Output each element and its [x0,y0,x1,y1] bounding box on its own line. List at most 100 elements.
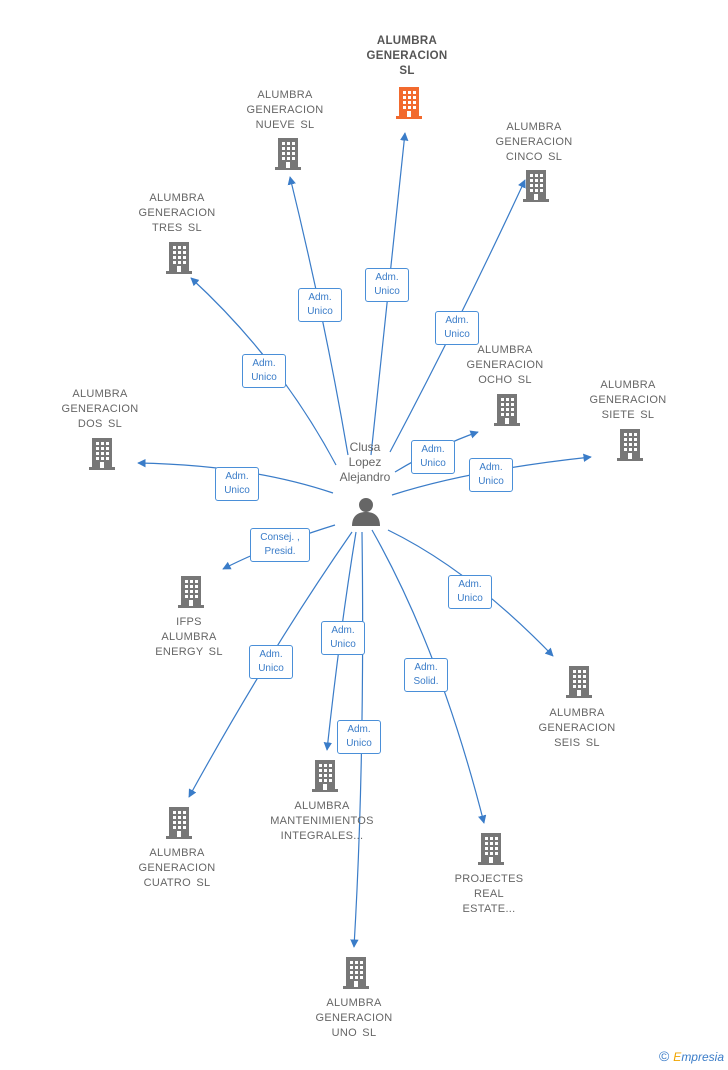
company-label-line: ALUMBRA [72,388,128,400]
person-name-line: Alejandro [339,470,391,484]
company-label-line: ESTATE... [462,903,516,915]
company-label-ocho[interactable]: ALUMBRA GENERACION OCHO SL [445,343,565,388]
edge-label-dos[interactable]: Adm. Unico [215,467,259,501]
edge-label-line: Adm. [479,462,503,473]
company-label-tres[interactable]: ALUMBRA GENERACION TRES SL [117,191,237,236]
edge-label-proj[interactable]: Adm.Solid. [404,658,448,692]
building-icon[interactable] [164,805,194,839]
company-label-line: PROJECTES [454,873,524,885]
edge-label-tres[interactable]: Adm.Unico [242,354,286,388]
edge-label-line: Unico [251,372,277,383]
edge-label-line: Solid. [413,676,439,687]
person-name-line: Clusa [349,440,381,454]
company-label-line: ALUMBRA [600,379,656,391]
edge-label-nueve[interactable]: Adm. Unico [298,288,342,322]
edge-label-line: Adm. [259,649,283,660]
building-icon[interactable] [476,831,506,865]
edge-label-line: Unico [420,458,446,469]
person-icon[interactable] [350,496,382,526]
company-label-line: ALUMBRA [477,344,533,356]
building-icon[interactable] [564,664,594,698]
edge-label-line: Adm. [458,579,482,590]
company-label-line: GENERACION [61,403,139,415]
edge-label-cuatro[interactable]: Adm. Unico [249,645,293,679]
building-icon[interactable] [341,955,371,989]
company-label-line: OCHO SL [478,374,532,386]
company-label-line: GENERACION [246,104,324,116]
company-label-line: DOS SL [77,418,123,430]
company-label-line: GENERACION [466,359,544,371]
edge-label-mant[interactable]: Adm.Unico [321,621,365,655]
edge-label-siete[interactable]: Adm. Unico [469,458,513,492]
company-label-line: INTEGRALES... [280,830,364,842]
edge-label-line: Unico [374,286,400,297]
company-label-line: GENERACION [366,50,448,62]
company-label-line: GENERACION [138,862,216,874]
company-label-line: REAL [474,888,504,900]
copyright-icon: © [658,1048,670,1064]
edge-label-line: Unico [224,485,250,496]
edge-label-line: Presid. [264,546,296,557]
edge-label-line: Adm. [308,292,332,303]
building-icon[interactable] [492,392,522,426]
edge-label-line: Unico [457,593,483,604]
person-name-line: Lopez [348,455,382,469]
company-label-line: SL [399,65,415,77]
building-icon[interactable] [310,758,340,792]
edge-label-ocho[interactable]: Adm. Unico [411,440,455,474]
brand-first-letter: E [673,1050,682,1064]
building-icon[interactable] [273,136,303,170]
company-label-line: ALUMBRA [549,707,605,719]
edge-label-line: Adm. [445,315,469,326]
building-icon[interactable] [521,168,551,202]
company-label-line: ALUMBRA [376,35,438,47]
brand-logo: Empresia [673,1050,724,1064]
building-icon[interactable] [87,436,117,470]
company-label-dos[interactable]: ALUMBRA GENERACION DOS SL [40,387,160,432]
company-label-line: SIETE SL [601,409,655,421]
company-label-line: NUEVE SL [255,119,315,131]
company-label-line: ALUMBRA [149,192,205,204]
edge-label-line: Unico [478,476,504,487]
building-icon[interactable] [176,574,206,608]
edge-label-line: Adm. [347,724,371,735]
company-label-line: GENERACION [315,1012,393,1024]
company-label-line: GENERACION [495,136,573,148]
company-label-main[interactable]: ALUMBRA GENERACION SL [347,34,467,79]
edge-label-ifps[interactable]: Consej. ,Presid. [250,528,310,562]
edge-label-line: Unico [258,663,284,674]
company-label-line: UNO SL [331,1027,377,1039]
building-icon[interactable] [615,427,645,461]
edge-label-line: Adm. [331,625,355,636]
edge-label-uno[interactable]: Adm. Unico [337,720,381,754]
edge-label-line: Adm. [225,471,249,482]
edge-label-cinco[interactable]: Adm.Unico [435,311,479,345]
person-name[interactable]: Clusa Lopez Alejandro [305,440,425,485]
footer-brand[interactable]: ©Empresia [659,1048,724,1064]
company-label-line: ENERGY SL [155,646,223,658]
company-label-line: ALUMBRA [149,847,205,859]
building-icon[interactable] [164,240,194,274]
edge-label-line: Unico [346,738,372,749]
edge-label-line: Unico [307,306,333,317]
company-label-proj[interactable]: PROJECTES REAL ESTATE... [429,872,549,917]
edge-label-line: Adm. [375,272,399,283]
company-label-siete[interactable]: ALUMBRA GENERACION SIETE SL [568,378,688,423]
company-label-line: MANTENIMIENTOS [270,815,374,827]
company-label-line: TRES SL [152,222,202,234]
edge-label-line: Adm. [421,444,445,455]
company-label-line: GENERACION [138,207,216,219]
edge-label-main[interactable]: Adm. Unico [365,268,409,302]
edge-label-seis[interactable]: Adm. Unico [448,575,492,609]
building-icon[interactable] [394,85,424,119]
company-label-line: GENERACION [589,394,667,406]
company-label-line: SEIS SL [554,737,600,749]
